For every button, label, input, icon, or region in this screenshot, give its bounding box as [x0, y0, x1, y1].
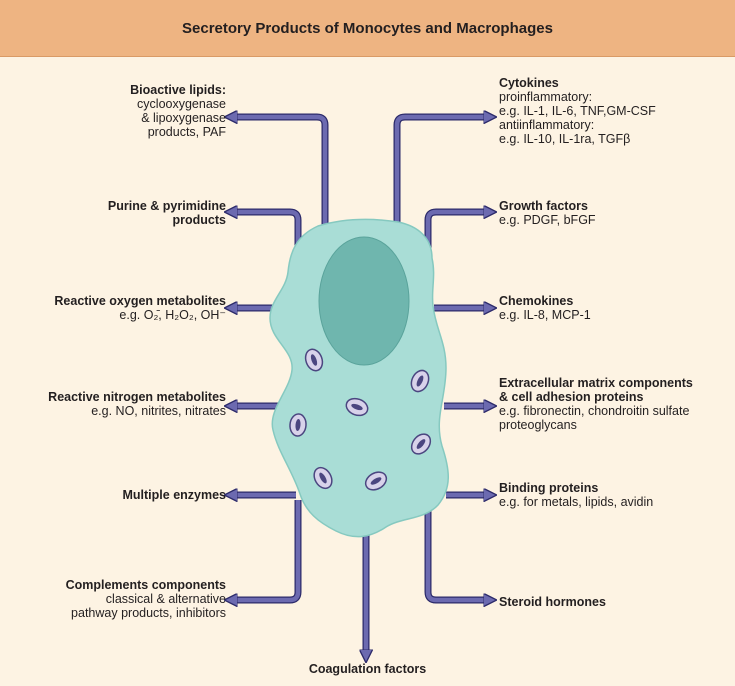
cell-nucleus	[319, 237, 409, 365]
label-multiple-enzymes: Multiple enzymes	[123, 488, 227, 502]
label-binding-proteins: Binding proteins e.g. for metals, lipids…	[499, 481, 653, 509]
arrow-growth-factors-outline	[428, 212, 486, 300]
label-reactive-nitrogen: Reactive nitrogen metabolites e.g. NO, n…	[48, 390, 226, 418]
arrow-complements	[235, 500, 298, 600]
label-complements: Complements components classical & alter…	[66, 578, 226, 620]
label-coagulation-factors: Coagulation factors	[0, 662, 735, 676]
arrow-steroid-hormones-outline	[428, 505, 486, 600]
arrow-steroid-hormones	[428, 505, 486, 600]
label-steroid-hormones: Steroid hormones	[499, 595, 606, 609]
label-bioactive-lipids: Bioactive lipids: cyclooxygenase & lipox…	[130, 83, 226, 139]
label-cytokines: Cytokines proinflammatory: e.g. IL-1, IL…	[499, 76, 656, 146]
label-reactive-oxygen: Reactive oxygen metabolites e.g. O₂̄, H₂…	[54, 294, 226, 322]
label-extracellular-matrix: Extracellular matrix components & cell a…	[499, 376, 693, 432]
label-purine-pyrimidine: Purine & pyrimidine products	[108, 199, 226, 227]
label-growth-factors: Growth factors e.g. PDGF, bFGF	[499, 199, 596, 227]
label-chemokines: Chemokines e.g. IL-8, MCP-1	[499, 294, 591, 322]
arrow-growth-factors	[428, 212, 486, 300]
arrow-complements-outline	[235, 500, 298, 600]
